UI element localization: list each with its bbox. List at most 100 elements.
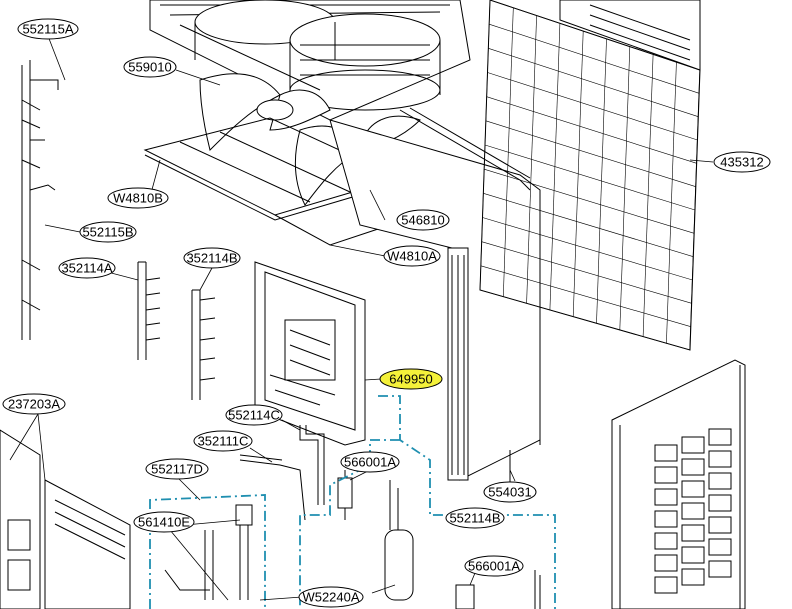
grille-wire (481, 241, 692, 304)
grille-wire (482, 217, 693, 281)
callout-w4810b[interactable]: W4810B (107, 187, 169, 209)
callout-352114a[interactable]: 352114A (58, 257, 116, 279)
callout-649950[interactable]: 649950 (379, 368, 443, 390)
callout-bubble (183, 247, 241, 269)
callout-bubble (145, 458, 209, 480)
control-box (254, 261, 366, 446)
callout-w4810a[interactable]: W4810A (383, 245, 441, 267)
callout-559010[interactable]: 559010 (123, 56, 177, 78)
callout-552114b[interactable]: 552114B (445, 507, 505, 529)
pipe-352114a (137, 261, 161, 360)
louver-slot (654, 554, 678, 572)
callout-label: 552114C (228, 408, 280, 423)
louver-slot (708, 538, 732, 556)
fan-shroud (149, 0, 471, 121)
side-panel-237203a (0, 429, 131, 609)
callout-label: 352111C (198, 434, 249, 449)
grille-wire (483, 193, 694, 257)
callout-552117d[interactable]: 552117D (145, 458, 209, 480)
callout-352114b[interactable]: 352114B (183, 247, 241, 269)
callout-bubble (445, 507, 505, 529)
callout-566001a-1[interactable]: 566001A (340, 451, 400, 473)
pipe-352111c (239, 454, 306, 521)
callout-label: W52240A (302, 590, 359, 605)
louver-slot (681, 458, 705, 476)
louver-slot (681, 568, 705, 586)
louver-slot (708, 450, 732, 468)
callout-label: 649950 (389, 372, 432, 387)
grille-wire (489, 0, 701, 71)
grille-wire (484, 144, 696, 211)
louver-slot (654, 488, 678, 506)
callout-bubble (2, 393, 66, 415)
callout-label: 552115B (82, 225, 133, 240)
heat-exchanger-coil-edge (447, 247, 469, 481)
callout-bubble (123, 56, 177, 78)
callout-label: 435312 (720, 155, 763, 170)
callout-label: W4810B (113, 191, 163, 206)
pipe-run-compressor-loop (299, 395, 556, 609)
grille-wire (479, 289, 691, 351)
grille-wire (489, 23, 700, 94)
callout-bubble (396, 209, 450, 231)
louver-slot (654, 510, 678, 528)
callout-label: 237203A (8, 397, 60, 412)
callout-label: 546810 (401, 213, 444, 228)
callout-label: W4810A (387, 249, 437, 264)
side-panel-554031 (611, 359, 746, 609)
callout-237203a[interactable]: 237203A (2, 393, 66, 415)
callout-label: 552114B (449, 511, 500, 526)
louver-slot (654, 532, 678, 550)
callout-552115a[interactable]: 552115A (17, 18, 79, 40)
callout-bubble (58, 257, 116, 279)
louver-slot (708, 472, 732, 490)
callout-label: 552115A (22, 22, 73, 37)
callout-561410e[interactable]: 561410E (133, 511, 195, 533)
grille-wire (689, 70, 700, 351)
component-566001a-lower (455, 570, 541, 609)
callout-352111c[interactable]: 352111C (193, 430, 253, 452)
grille-wire (485, 120, 696, 187)
callout-552114c[interactable]: 552114C (225, 404, 283, 426)
louver-slot (681, 480, 705, 498)
callout-bubble (107, 187, 169, 209)
louver-slot (681, 436, 705, 454)
callout-label: 352114B (186, 251, 237, 266)
callout-bubble (17, 18, 79, 40)
callout-bubble (193, 430, 253, 452)
pipe-552115a (21, 60, 59, 340)
callout-554031[interactable]: 554031 (483, 481, 537, 503)
louver-slot (681, 502, 705, 520)
callout-bubble (298, 586, 364, 608)
callout-bubble (383, 245, 441, 267)
louver-slot (708, 560, 732, 578)
callout-bubble (379, 368, 443, 390)
louver-slot (654, 444, 678, 462)
callout-435312[interactable]: 435312 (713, 151, 771, 173)
callout-552115b[interactable]: 552115B (79, 221, 137, 243)
grille-wire (486, 96, 697, 164)
louver-slot (681, 524, 705, 542)
pipe-552114c (299, 425, 325, 505)
wire-guard-grille (479, 0, 701, 351)
callout-label: 566001A (468, 559, 520, 574)
pipe-352114b (191, 289, 216, 400)
callout-label: 566001A (344, 455, 396, 470)
louver-slot (708, 516, 732, 534)
grille-wire (480, 265, 691, 327)
callout-bubble (464, 555, 524, 577)
louver-slot (681, 546, 705, 564)
louver-slot (708, 428, 732, 446)
callout-w52240a[interactable]: W52240A (298, 586, 364, 608)
pipe-run-552117d (149, 494, 266, 609)
callout-546810[interactable]: 546810 (396, 209, 450, 231)
callout-bubble (340, 451, 400, 473)
callout-566001a-2[interactable]: 566001A (464, 555, 524, 577)
callout-label: 352114A (61, 261, 112, 276)
grille-wire (488, 48, 699, 117)
callout-label: 554031 (488, 485, 531, 500)
louver-slot (654, 466, 678, 484)
